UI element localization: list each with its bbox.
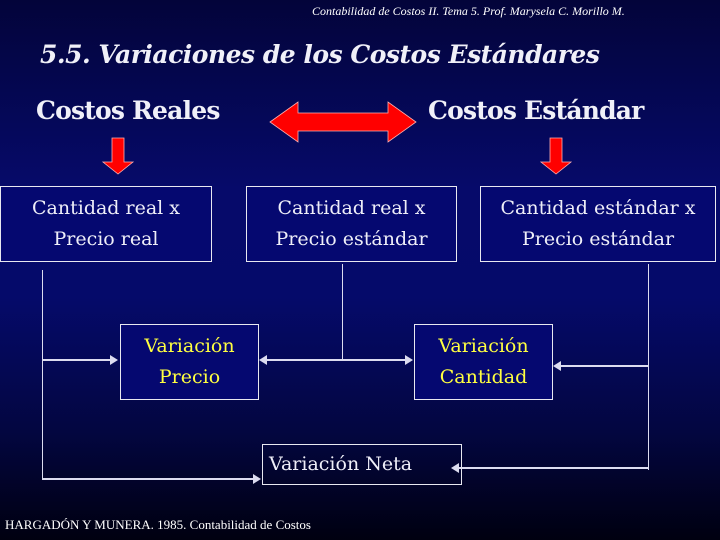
arrowhead-icon — [253, 474, 261, 484]
box-actual-line1: Cantidad real x — [32, 197, 180, 219]
box-mixed-line2: Precio estándar — [275, 228, 428, 250]
arrowhead-icon — [259, 355, 267, 365]
arrowhead-icon — [451, 463, 459, 473]
arrowhead-icon — [405, 355, 413, 365]
box-mixed-cost: Cantidad real x Precio estándar — [246, 186, 457, 262]
double-arrow-icon — [269, 101, 417, 143]
down-arrow-icon — [539, 137, 573, 175]
net-variance-label: Variación Neta — [269, 453, 413, 475]
connector-line — [42, 478, 254, 480]
source-citation: HARGADÓN Y MUNERA. 1985. Contabilidad de… — [5, 517, 311, 532]
header-note: Contabilidad de Costos II. Tema 5. Prof.… — [312, 4, 625, 18]
box-net-variance: Variación Neta — [262, 444, 462, 485]
connector-line — [342, 359, 406, 361]
connector-line — [648, 264, 649, 470]
price-variance-line2: Precio — [158, 366, 221, 388]
box-price-variance: Variación Precio — [120, 324, 259, 400]
heading-costos-estandar: Costos Estándar — [428, 96, 644, 125]
quantity-variance-line1: Variación — [438, 335, 529, 357]
connector-line — [266, 359, 343, 361]
box-standard-line2: Precio estándar — [521, 228, 675, 250]
box-standard-line1: Cantidad estándar x — [500, 197, 696, 219]
arrowhead-icon — [553, 361, 561, 371]
connector-line — [561, 365, 649, 367]
slide-title: 5.5. Variaciones de los Costos Estándare… — [40, 40, 600, 69]
box-quantity-variance: Variación Cantidad — [414, 324, 553, 400]
box-standard-cost: Cantidad estándar x Precio estándar — [480, 186, 716, 262]
price-variance-line1: Variación — [144, 335, 235, 357]
down-arrow-icon — [101, 137, 135, 175]
connector-line — [342, 264, 343, 360]
connector-line — [42, 270, 43, 480]
box-actual-cost: Cantidad real x Precio real — [0, 186, 212, 262]
box-mixed-line1: Cantidad real x — [277, 197, 426, 219]
quantity-variance-line2: Cantidad — [439, 366, 528, 388]
box-actual-line2: Precio real — [53, 228, 159, 250]
connector-line — [42, 359, 112, 361]
connector-line — [458, 467, 649, 469]
arrowhead-icon — [110, 355, 118, 365]
heading-costos-reales: Costos Reales — [36, 96, 220, 125]
